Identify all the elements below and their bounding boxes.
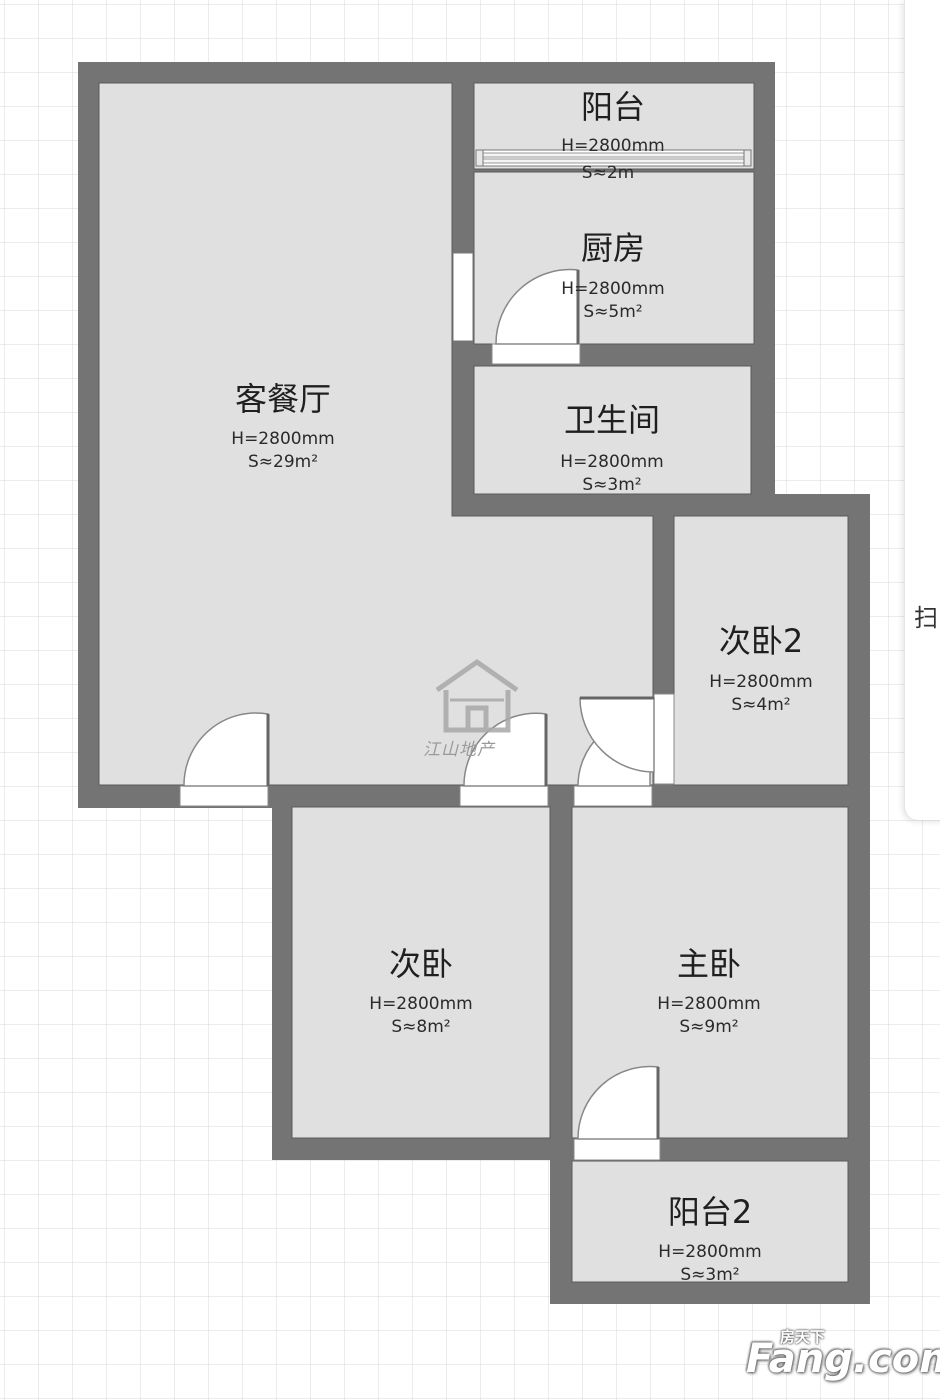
room-bedroom2-height: H=2800mm bbox=[709, 672, 812, 692]
side-panel-label[interactable]: 扫 bbox=[914, 604, 938, 632]
room-kitchen-name: 厨房 bbox=[581, 229, 645, 267]
room-master-height: H=2800mm bbox=[657, 994, 760, 1014]
brand-main: Fang.com bbox=[746, 1336, 940, 1382]
room-bathroom-floor bbox=[473, 365, 752, 495]
room-bathroom-name: 卫生间 bbox=[564, 401, 660, 439]
room-bedroom2-name: 次卧2 bbox=[719, 622, 803, 660]
room-kitchen-height: H=2800mm bbox=[561, 279, 664, 299]
room-bedroom2-area: S≈4m² bbox=[731, 695, 790, 715]
side-panel[interactable] bbox=[904, 0, 940, 820]
door-balcony2 bbox=[573, 1065, 661, 1161]
room-bedroom2-floor bbox=[673, 515, 849, 786]
room-balcony-name: 阳台 bbox=[581, 88, 645, 126]
room-bathroom-height: H=2800mm bbox=[560, 452, 663, 472]
room-bedroom-floor bbox=[291, 806, 551, 1139]
watermark-text: 江山地产 bbox=[423, 740, 495, 760]
room-bedroom-name: 次卧 bbox=[389, 945, 453, 983]
room-living-floor bbox=[98, 82, 654, 786]
room-balcony-area: S≈2m bbox=[582, 163, 634, 183]
brand-logo: 房天下 Fang.com bbox=[746, 1326, 940, 1390]
room-balcony-height: H=2800mm bbox=[561, 136, 664, 156]
window-living-kitchen bbox=[452, 252, 474, 342]
room-master-area: S≈9m² bbox=[679, 1017, 738, 1037]
door-bedroom bbox=[459, 712, 549, 807]
house-logo-icon bbox=[435, 658, 519, 733]
room-balcony2-name: 阳台2 bbox=[668, 1193, 752, 1231]
room-master-name: 主卧 bbox=[677, 945, 741, 983]
brand-sub: 房天下 bbox=[780, 1328, 826, 1346]
door-entrance bbox=[179, 712, 270, 807]
room-living-area: S≈29m² bbox=[248, 452, 318, 472]
room-bedroom-area: S≈8m² bbox=[391, 1017, 450, 1037]
room-living-name: 客餐厅 bbox=[235, 380, 331, 418]
room-balcony2-area: S≈3m² bbox=[680, 1265, 739, 1285]
door-kitchen bbox=[491, 268, 581, 365]
room-bedroom-height: H=2800mm bbox=[369, 994, 472, 1014]
room-balcony2-height: H=2800mm bbox=[658, 1242, 761, 1262]
room-living-height: H=2800mm bbox=[231, 429, 334, 449]
room-kitchen-area: S≈5m² bbox=[583, 302, 642, 322]
room-bathroom-area: S≈3m² bbox=[582, 475, 641, 495]
room-balcony2-floor bbox=[571, 1160, 849, 1283]
sliding-door-balcony bbox=[475, 149, 752, 167]
door-bedroom2 bbox=[579, 693, 675, 785]
